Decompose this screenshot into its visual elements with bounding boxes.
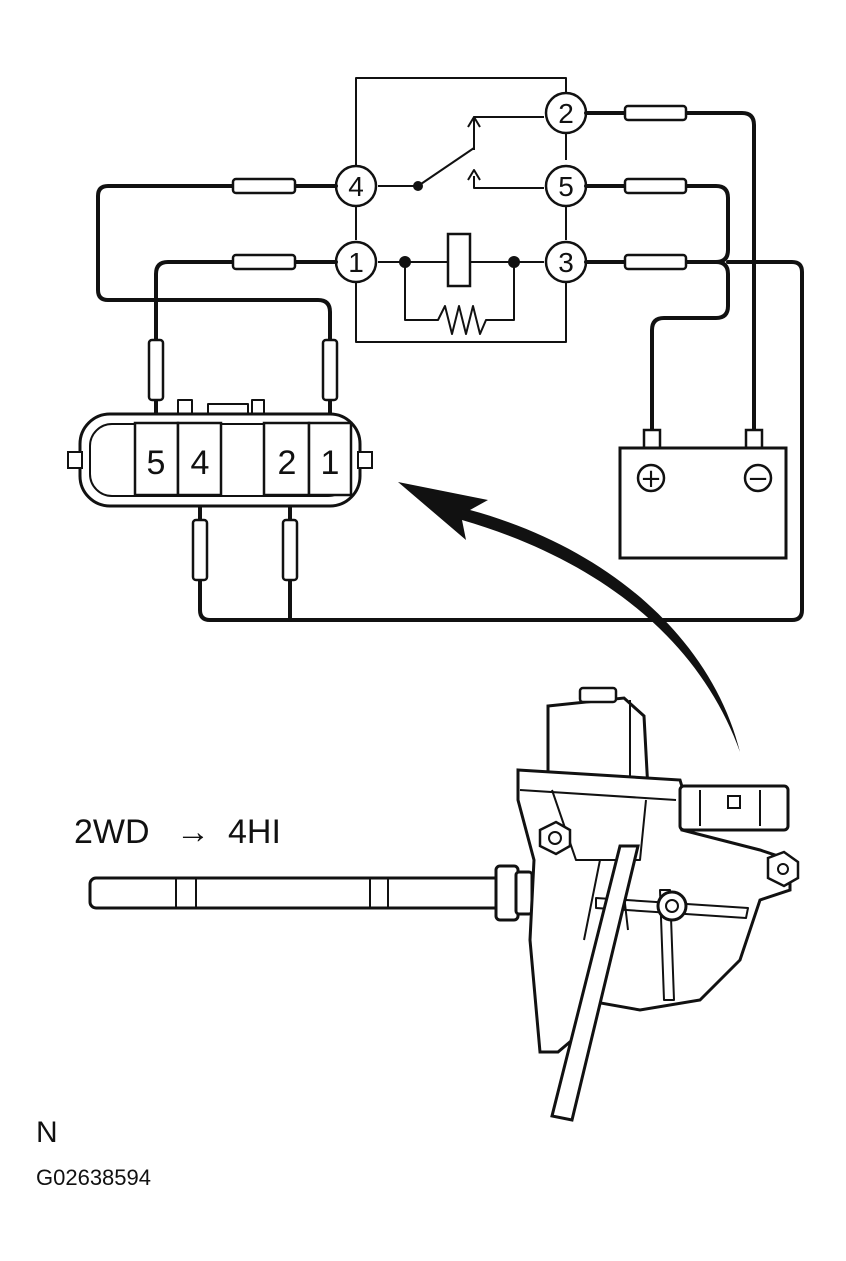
connector-pin-1-label: 1	[321, 444, 340, 482]
relay-terminal-4-label: 4	[348, 171, 364, 202]
sleeve	[191, 518, 209, 582]
wire-relay4-pin1	[96, 184, 332, 342]
sleeve	[281, 518, 299, 582]
wire-sleeves	[147, 104, 688, 582]
connector-pin-2-label: 2	[278, 444, 297, 482]
caption-arrow: →	[176, 813, 210, 851]
wire-relay5-relay3	[684, 184, 730, 264]
wire-relay2-negative	[684, 111, 756, 432]
footer-figure-id: G02638594	[36, 1165, 151, 1190]
relay-resistor	[404, 262, 515, 335]
wire-relay3-positive	[650, 260, 730, 432]
relay-terminal-2-label: 2	[558, 98, 574, 129]
connector-pin-4-label: 4	[191, 444, 210, 482]
sleeve	[623, 253, 688, 271]
mode-caption: 2WD → 4HI	[74, 813, 281, 851]
relay-terminal-3-label: 3	[558, 247, 574, 278]
battery: + −	[618, 428, 788, 560]
connector-pin-5	[133, 421, 180, 497]
transfer-actuator	[88, 686, 800, 1122]
battery-positive-label: +	[640, 464, 662, 494]
sleeve	[231, 177, 297, 195]
battery-negative-label: −	[747, 464, 769, 494]
connector: 5 4 2 1	[67, 399, 373, 508]
shift-lever	[550, 844, 640, 1122]
relay-switch-blade	[417, 147, 475, 187]
relay-terminal-5-label: 5	[558, 171, 574, 202]
caption-mode-from: 2WD	[74, 813, 150, 851]
relay-coil	[446, 232, 472, 288]
relay-terminal-1-label: 1	[348, 247, 364, 278]
relay: 4 1 2 5 3	[334, 77, 588, 343]
sleeve	[231, 253, 297, 271]
sleeve	[623, 177, 688, 195]
actuator-shaft	[88, 876, 512, 910]
connector-pin-5-label: 5	[147, 444, 166, 482]
connector-pin-2	[262, 421, 311, 497]
wire-relay1-pin5	[154, 260, 235, 342]
connector-pin-4	[176, 421, 223, 497]
sleeve	[147, 338, 165, 402]
curved-arrow-icon	[398, 482, 740, 752]
caption-mode-to: 4HI	[228, 813, 281, 851]
footer-code-letter: N	[36, 1116, 58, 1149]
sleeve	[321, 338, 339, 402]
battery-negative-icon	[743, 463, 773, 493]
connector-pin-1	[307, 421, 353, 497]
wire-return-pin4	[198, 260, 804, 622]
sleeve	[623, 104, 688, 122]
battery-positive-icon	[636, 463, 666, 493]
